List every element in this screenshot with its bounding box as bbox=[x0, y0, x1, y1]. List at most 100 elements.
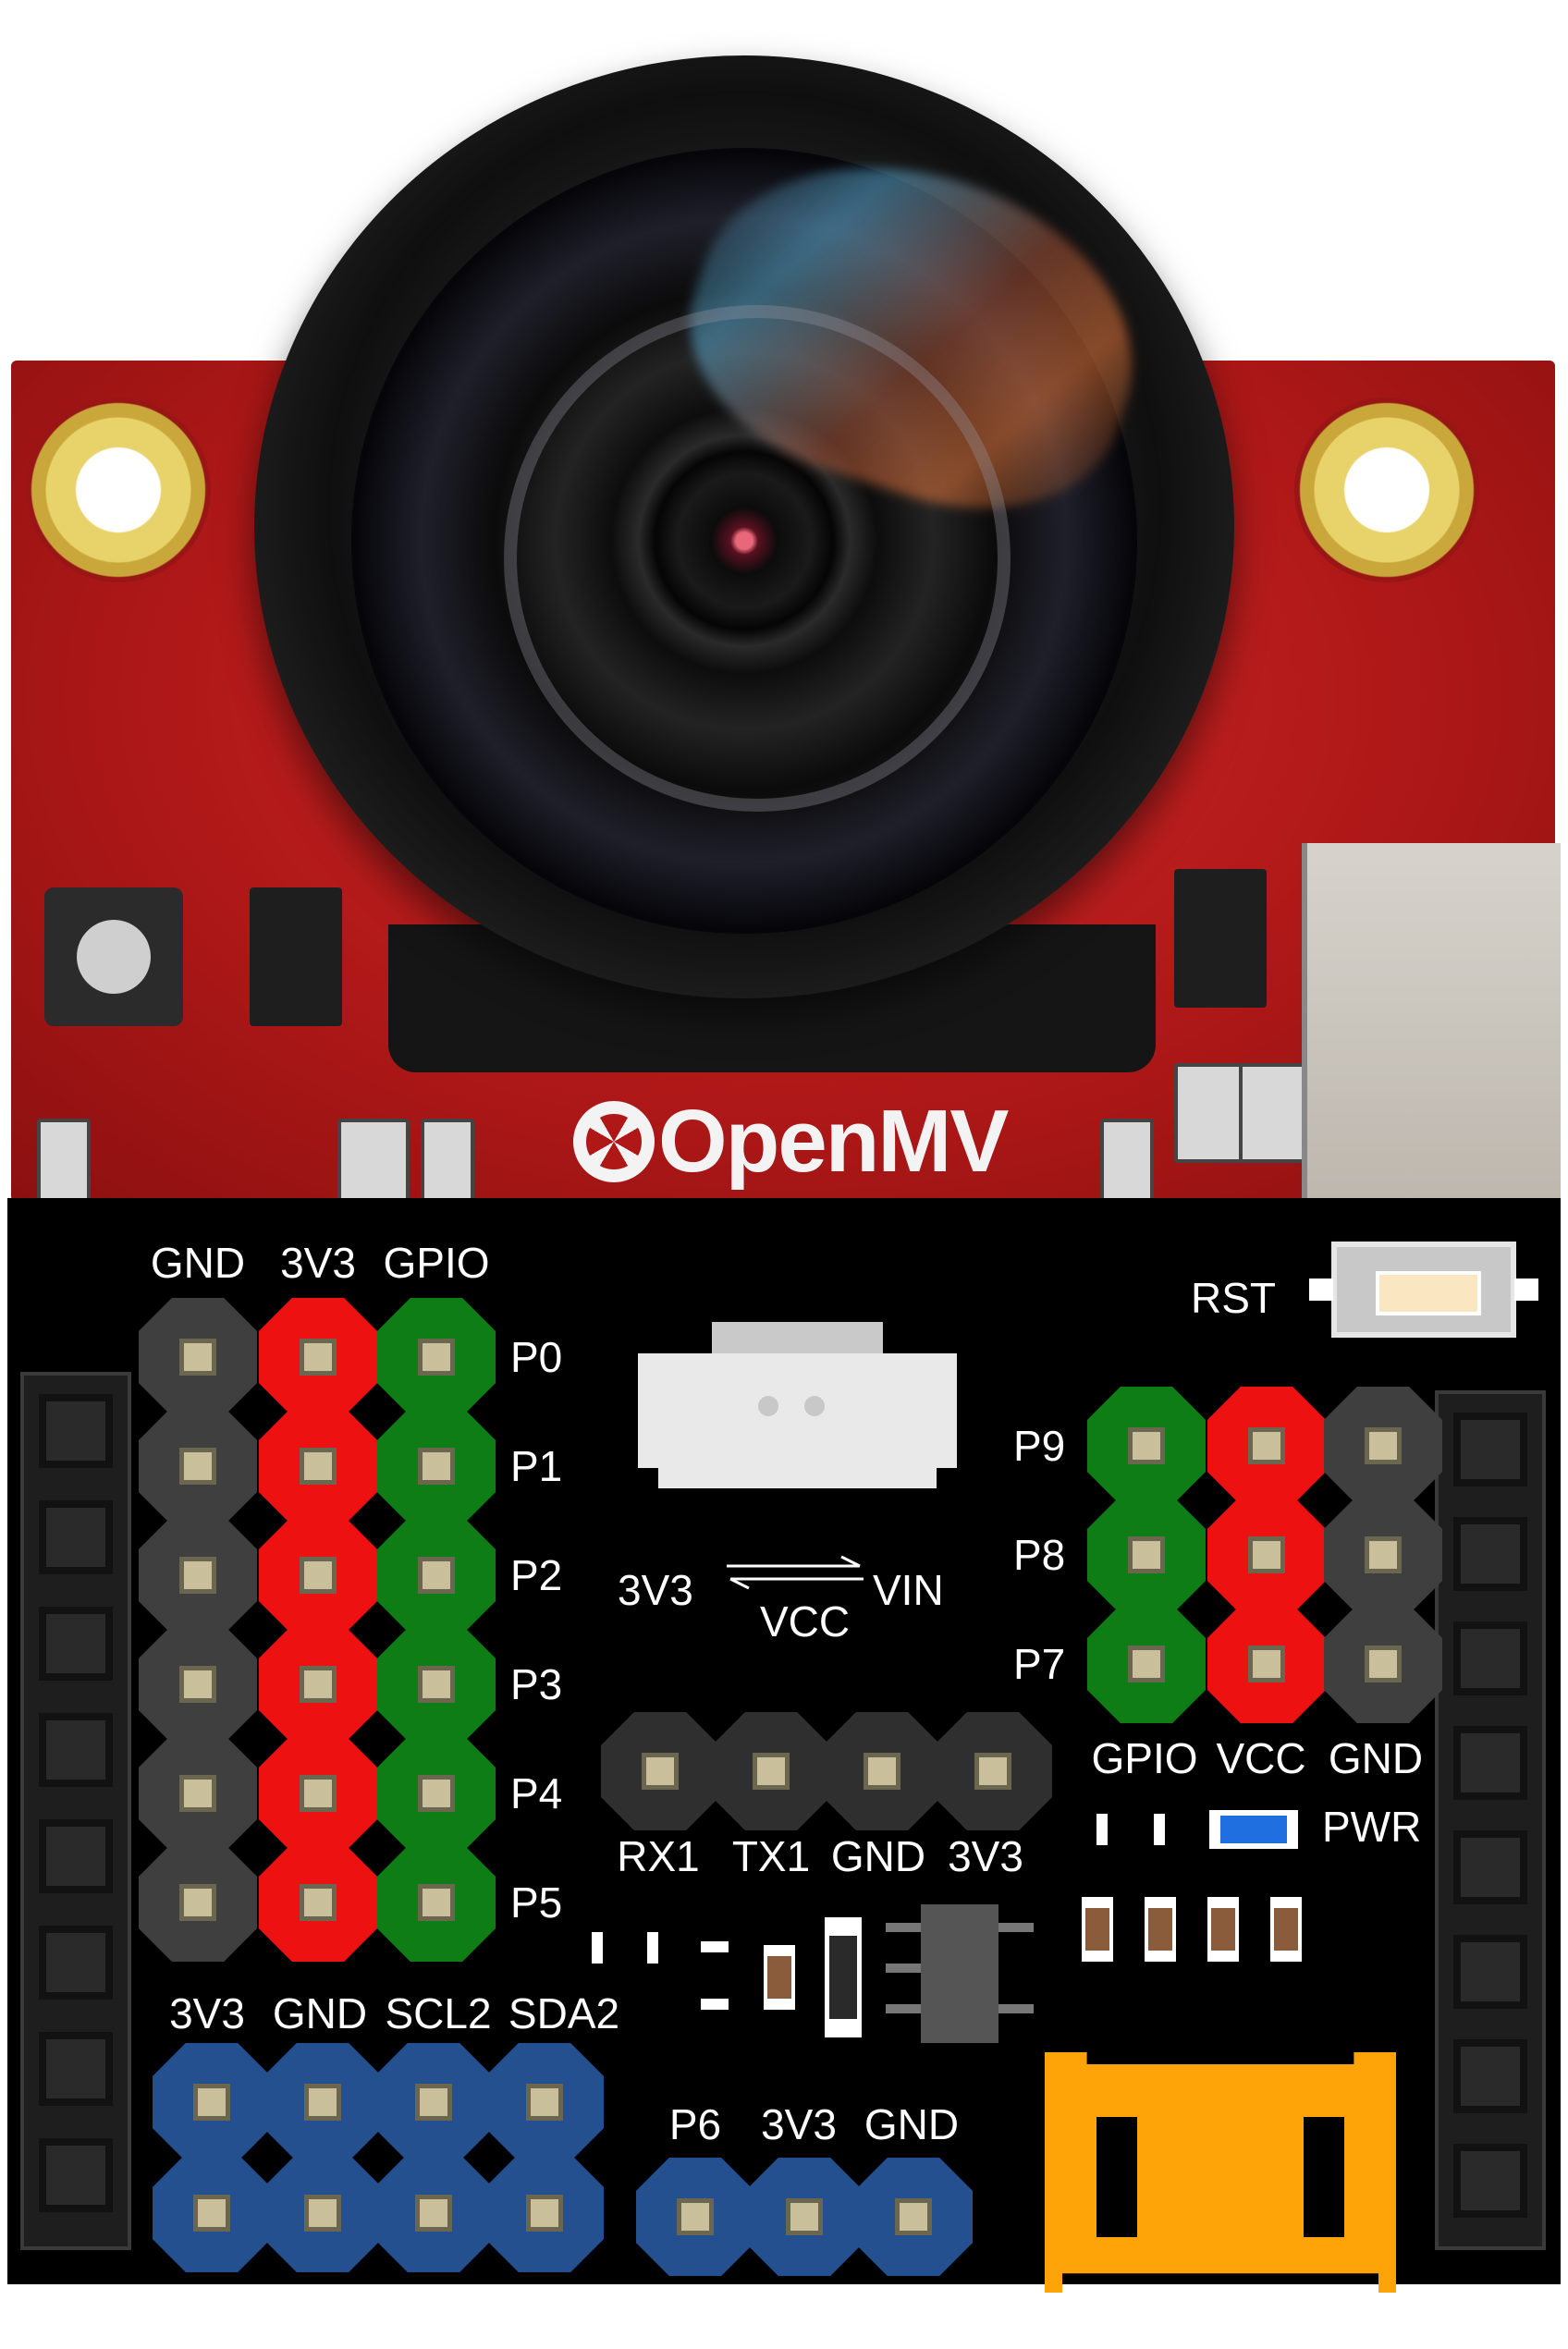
pin-gnd bbox=[139, 1516, 257, 1634]
regulator-pin bbox=[998, 1923, 1034, 1932]
sensor-connector bbox=[638, 1322, 957, 1488]
usb-connector bbox=[1045, 2052, 1396, 2293]
pin-sda2 bbox=[485, 2154, 604, 2272]
pin-3v3 bbox=[259, 1625, 377, 1743]
edge-pad bbox=[39, 1394, 113, 1468]
pin-i2c-3v3 bbox=[153, 2043, 271, 2161]
rst-label: RST bbox=[1191, 1274, 1276, 1322]
edge-pad bbox=[1453, 1935, 1527, 2009]
edge-pad bbox=[1453, 1413, 1527, 1486]
pin-p2 bbox=[377, 1516, 496, 1634]
pin-i2c-gnd bbox=[263, 2154, 382, 2272]
pwr-label: PWR bbox=[1322, 1803, 1422, 1851]
resistor bbox=[1270, 1897, 1302, 1962]
pin-p6-gnd bbox=[854, 2158, 973, 2276]
mount-hole-left bbox=[26, 398, 211, 582]
aperture-icon bbox=[573, 1101, 655, 1182]
pin-gnd bbox=[1324, 1496, 1442, 1614]
smd-part bbox=[421, 1119, 474, 1209]
pin-p6 bbox=[636, 2158, 754, 2276]
i2c-label: SDA2 bbox=[508, 1989, 620, 2037]
chip-component bbox=[1174, 869, 1267, 1008]
mount-hole-right bbox=[1294, 398, 1479, 582]
chip-component bbox=[250, 887, 342, 1026]
diode bbox=[825, 1917, 862, 2037]
uart-label: 3V3 bbox=[948, 1832, 1023, 1880]
edge-header-left bbox=[20, 1372, 131, 2250]
i2c-label: SCL2 bbox=[385, 1989, 492, 2037]
sd-card-slot bbox=[1302, 843, 1561, 1202]
right-header-col-label: VCC bbox=[1216, 1734, 1306, 1782]
pin-sda2 bbox=[485, 2043, 604, 2161]
p6-label: GND bbox=[864, 2100, 960, 2148]
smd-part bbox=[1239, 1063, 1311, 1163]
smd-part bbox=[37, 1119, 91, 1209]
regulator-pin bbox=[886, 1923, 921, 1932]
pin-vcc bbox=[1207, 1605, 1326, 1723]
pad-marker bbox=[701, 1941, 729, 1952]
pin-gnd bbox=[139, 1407, 257, 1525]
smd-part bbox=[1100, 1119, 1154, 1209]
left-header-row-label: P2 bbox=[510, 1551, 563, 1599]
edge-pad bbox=[39, 2138, 113, 2212]
led-component bbox=[44, 887, 183, 1026]
pin-gnd bbox=[1324, 1387, 1442, 1505]
edge-pad bbox=[1453, 1830, 1527, 1904]
pin-p9 bbox=[1087, 1387, 1206, 1505]
pin-p0 bbox=[377, 1298, 496, 1416]
left-header-row-label: P0 bbox=[510, 1333, 563, 1381]
pin-i2c-3v3 bbox=[153, 2154, 271, 2272]
pin-vcc bbox=[1207, 1387, 1326, 1505]
left-header-row-label: P4 bbox=[510, 1769, 563, 1817]
pin-p5 bbox=[377, 1843, 496, 1962]
reset-button[interactable] bbox=[1309, 1242, 1538, 1338]
pin-gnd bbox=[139, 1734, 257, 1853]
pin-tx1 bbox=[712, 1712, 830, 1830]
regulator-pin bbox=[886, 2004, 921, 2013]
power-select-center: VCC bbox=[760, 1597, 851, 1646]
uart-label: TX1 bbox=[731, 1832, 811, 1880]
pin-p3 bbox=[377, 1625, 496, 1743]
left-header-row-label: P1 bbox=[510, 1442, 563, 1490]
edge-pad bbox=[1453, 2144, 1527, 2218]
pin-gnd bbox=[139, 1298, 257, 1416]
pin-p7 bbox=[1087, 1605, 1206, 1723]
pin-gnd bbox=[139, 1843, 257, 1962]
p6-label: 3V3 bbox=[761, 2100, 837, 2148]
uart-label: RX1 bbox=[617, 1832, 700, 1880]
resistor bbox=[1082, 1897, 1113, 1962]
left-header-col-label: GPIO bbox=[383, 1239, 490, 1287]
right-header-row-label: P8 bbox=[1013, 1531, 1066, 1579]
power-led bbox=[1209, 1810, 1298, 1849]
resistor bbox=[1207, 1897, 1239, 1962]
camera-module-photo: OpenMV bbox=[11, 55, 1561, 1209]
pin-scl2 bbox=[374, 2043, 493, 2161]
pin-gnd bbox=[1324, 1605, 1442, 1723]
pin-3v3 bbox=[259, 1734, 377, 1853]
smd-part bbox=[1174, 1063, 1246, 1163]
pin-i2c-gnd bbox=[263, 2043, 382, 2161]
edge-pad bbox=[1453, 2039, 1527, 2113]
pin-3v3 bbox=[259, 1843, 377, 1962]
lens-ring bbox=[504, 305, 1011, 812]
pin-3v3 bbox=[259, 1516, 377, 1634]
pin-p6-3v3 bbox=[745, 2158, 864, 2276]
left-header-col-label: 3V3 bbox=[280, 1239, 356, 1287]
edge-pad bbox=[1453, 1621, 1527, 1695]
pad-marker bbox=[1096, 1814, 1108, 1845]
edge-header-right bbox=[1435, 1390, 1546, 2250]
edge-pad bbox=[39, 2032, 113, 2106]
pin-3v3 bbox=[259, 1407, 377, 1525]
edge-pad bbox=[39, 1819, 113, 1893]
openmv-logo: OpenMV bbox=[573, 1091, 1009, 1193]
left-header-row-label: P5 bbox=[510, 1878, 563, 1927]
edge-pad bbox=[39, 1713, 113, 1787]
pin-gnd bbox=[139, 1625, 257, 1743]
pad-marker bbox=[592, 1932, 603, 1964]
pin-p1 bbox=[377, 1407, 496, 1525]
pin-scl2 bbox=[374, 2154, 493, 2272]
edge-pad bbox=[1453, 1517, 1527, 1591]
right-header-col-label: GPIO bbox=[1091, 1734, 1198, 1782]
edge-pad bbox=[39, 1607, 113, 1681]
